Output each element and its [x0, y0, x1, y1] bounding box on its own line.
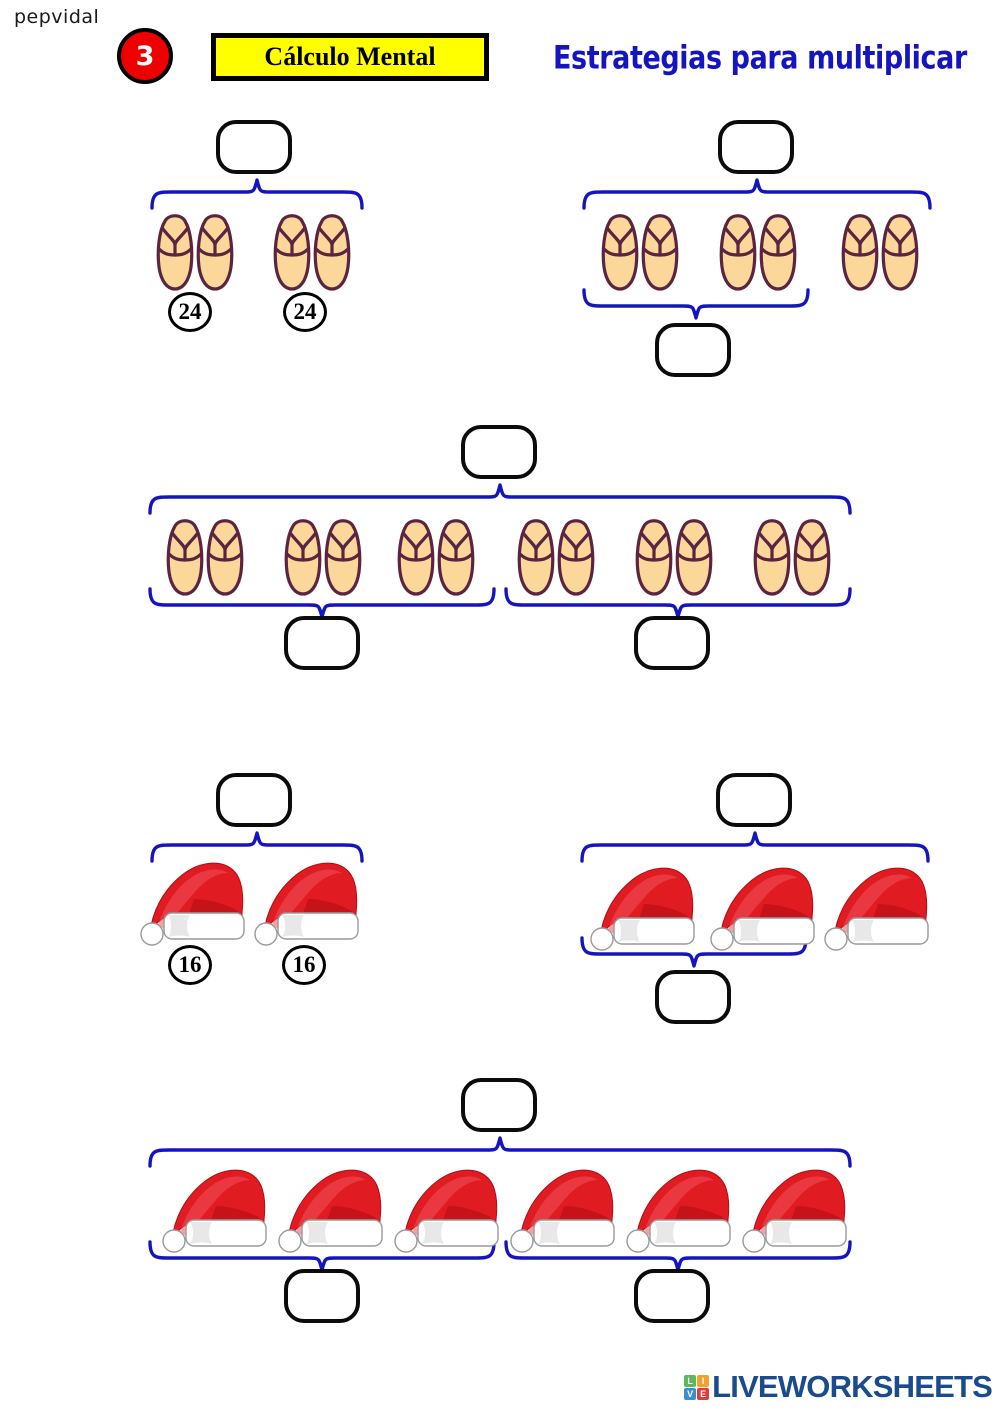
exercise-4-top-answer-box[interactable]	[216, 773, 292, 827]
page-title-label: Cálculo Mental	[264, 42, 436, 71]
liveworksheets-logo[interactable]: L I V E LIVEWORKSHEETS	[684, 1369, 993, 1405]
exercise-2-sub-brace	[582, 288, 810, 320]
exercise-number-badge-label: 3	[135, 40, 155, 72]
exercise-2-top-answer-box[interactable]	[718, 120, 794, 174]
exercise-6-sub-answer-box-right[interactable]	[634, 1269, 710, 1323]
exercise-3-flipflops-group-2	[283, 510, 363, 598]
exercise-3-flipflops-group-4	[516, 510, 596, 598]
exercise-1-top-answer-box[interactable]	[216, 120, 292, 174]
exercise-4-santahat-group-2	[252, 855, 362, 946]
exercise-4-count-label-1: 16	[178, 952, 202, 977]
exercise-5-sub-brace	[580, 936, 808, 968]
exercise-5-main-brace	[580, 831, 930, 863]
exercise-3-flipflops-group-5	[634, 510, 714, 598]
author-watermark: pepvidal	[14, 6, 100, 28]
exercise-6-santahat-group-6	[740, 1162, 850, 1253]
live-block-l: L	[684, 1374, 697, 1387]
exercise-3-flipflops-group-1	[165, 510, 245, 598]
exercise-5-santahat-group-2	[708, 860, 818, 951]
exercise-1-main-brace	[150, 178, 364, 210]
exercise-6-santahat-group-5	[624, 1162, 734, 1253]
exercise-6-santahat-group-3	[392, 1162, 502, 1253]
exercise-6-top-answer-box[interactable]	[461, 1078, 537, 1132]
exercise-4-count-label-2: 16	[292, 952, 316, 977]
exercise-1-flipflops-group-1	[155, 205, 235, 293]
exercise-3-main-brace	[148, 483, 852, 515]
exercise-3-top-answer-box[interactable]	[461, 425, 537, 479]
exercise-2-sub-answer-box[interactable]	[655, 323, 731, 377]
liveworksheets-wordmark: LIVEWORKSHEETS	[712, 1369, 993, 1404]
exercise-3-sub-answer-box-right[interactable]	[634, 616, 710, 670]
exercise-1-count-circle-1: 24	[168, 292, 212, 332]
exercise-1-flipflops-group-2	[272, 205, 352, 293]
exercise-4-main-brace	[150, 831, 364, 863]
exercise-1-count-label-2: 24	[293, 299, 317, 324]
exercise-6-sub-answer-box-left[interactable]	[284, 1269, 360, 1323]
exercise-5-sub-answer-box[interactable]	[655, 970, 731, 1024]
exercise-5-santahat-group-1	[588, 860, 698, 951]
exercise-6-main-brace	[148, 1136, 852, 1168]
exercise-6-santahat-group-4	[508, 1162, 618, 1253]
live-blocks-icon: L I V E	[684, 1374, 710, 1400]
exercise-4-count-circle-1: 16	[168, 945, 212, 985]
live-block-v: V	[684, 1387, 697, 1400]
exercise-2-main-brace	[582, 178, 932, 210]
exercise-1-count-circle-2: 24	[283, 292, 327, 332]
exercise-4-count-circle-2: 16	[282, 945, 326, 985]
exercise-5-santahat-group-3	[822, 860, 932, 951]
exercise-2-flipflops-group-2	[718, 205, 798, 293]
live-block-i: I	[697, 1374, 710, 1387]
live-block-e: E	[697, 1387, 710, 1400]
exercise-2-flipflops-group-1	[600, 205, 680, 293]
page-subtitle: Estrategias para multiplicar	[553, 40, 967, 77]
exercise-3-sub-answer-box-left[interactable]	[284, 616, 360, 670]
exercise-6-santahat-group-2	[276, 1162, 386, 1253]
exercise-4-santahat-group-1	[138, 855, 248, 946]
exercise-1-count-label-1: 24	[178, 299, 202, 324]
page-title: Cálculo Mental	[211, 33, 489, 81]
exercise-number-badge: 3	[117, 28, 173, 84]
exercise-2-flipflops-group-3	[840, 205, 920, 293]
exercise-3-flipflops-group-3	[396, 510, 476, 598]
exercise-6-santahat-group-1	[160, 1162, 270, 1253]
exercise-3-flipflops-group-6	[752, 510, 832, 598]
exercise-5-top-answer-box[interactable]	[716, 773, 792, 827]
